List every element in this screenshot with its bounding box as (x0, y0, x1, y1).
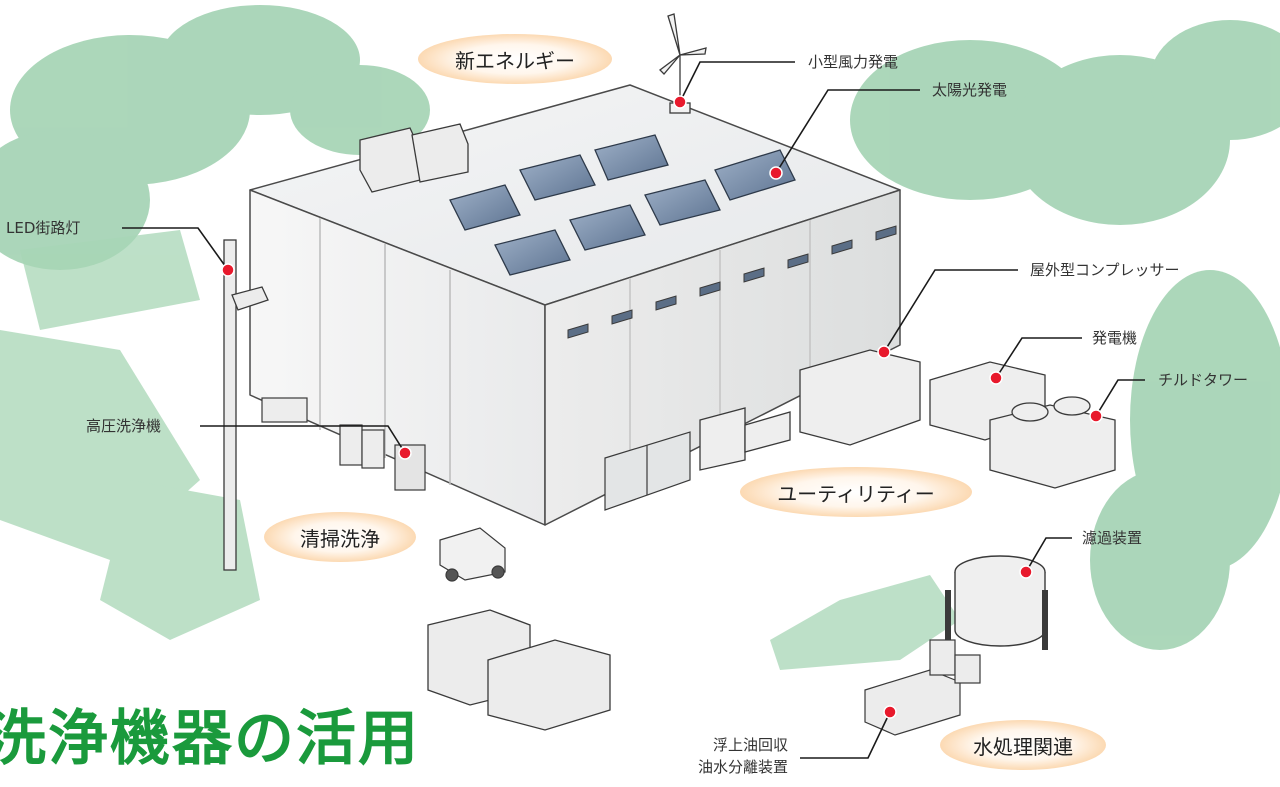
callout-compressor: 屋外型コンプレッサー (1030, 261, 1180, 279)
callout-wind-power: 小型風力発電 (808, 53, 899, 71)
ground-shadows (0, 230, 960, 670)
callout-filter: 濾過装置 (1082, 529, 1143, 547)
category-water: 水処理関連 (940, 720, 1106, 770)
oil-separator (864, 639, 981, 736)
page-heading: 洗浄機器の活用 (0, 704, 420, 774)
callout-oil-line1: 浮上油回収 (712, 736, 788, 754)
callout-oil-line2: 油水分離装置 (697, 758, 788, 776)
led-streetlight (223, 239, 269, 571)
solar-panels (449, 134, 796, 276)
background-trees (0, 5, 1280, 650)
callout-pressure-washer: 高圧洗浄機 (86, 417, 162, 435)
leader-lines (122, 61, 1145, 759)
callout-solar-power: 太陽光発電 (932, 81, 1008, 99)
factory-building (249, 84, 901, 526)
roof-ac-units (359, 123, 469, 193)
callout-generator: 発電機 (1092, 329, 1138, 347)
building-windows (567, 225, 897, 339)
callout-oil-separator: 浮上油回収 油水分離装置 (676, 734, 788, 778)
category-cleaning: 清掃洗浄 (264, 512, 416, 562)
callout-chilled-tower: チルドタワー (1158, 371, 1249, 389)
red-markers (221, 95, 1103, 719)
bottom-ac-units (427, 609, 611, 731)
category-utility: ユーティリティー (740, 467, 972, 517)
sweeper-vehicle (439, 527, 506, 582)
utility-equipment (699, 349, 1116, 489)
category-new-energy: 新エネルギー (418, 34, 612, 84)
loading-doors (604, 431, 691, 511)
filter-tank (945, 555, 1048, 650)
callout-led-streetlight: LED街路灯 (6, 219, 81, 237)
